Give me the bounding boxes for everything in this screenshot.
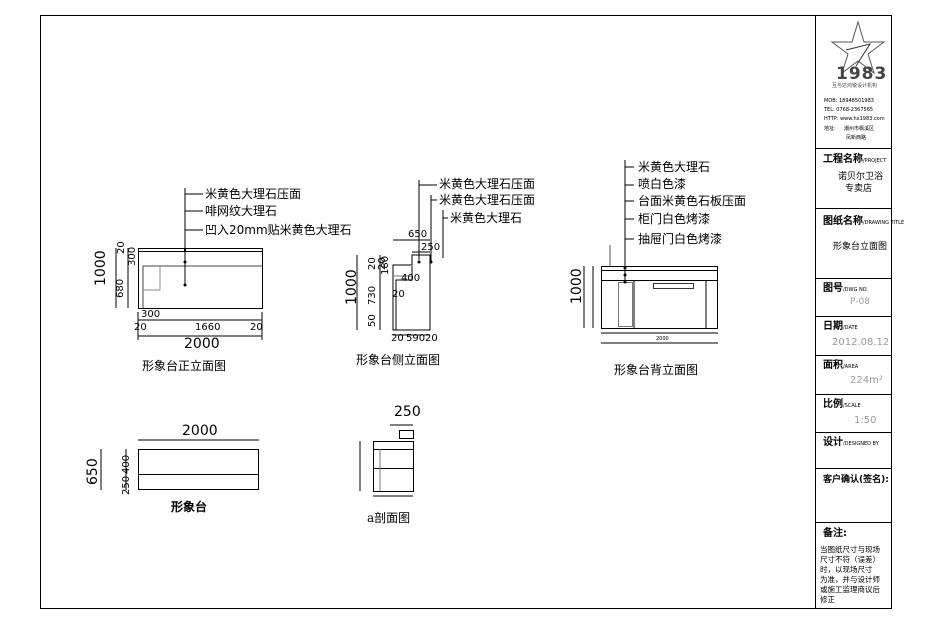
side-dim-400: 400 — [401, 273, 421, 284]
plan-dim-650: 650 — [85, 458, 101, 485]
project-value-1: 诺贝尔卫浴 — [838, 172, 884, 182]
note-line: 尺寸不符（误差） — [820, 555, 880, 564]
scale-value: 1:50 — [854, 415, 877, 426]
note-line: 或施工监理商议后 — [820, 585, 880, 594]
client-signature-label: 客户确认(签名): — [823, 475, 889, 485]
logo-tagline: 互与达鸿锐设计机构 — [832, 83, 878, 89]
side-dim-730: 730 — [367, 285, 378, 305]
plan-dim-2000: 2000 — [182, 423, 218, 439]
back-label-4: 柜门白色烤漆 — [638, 212, 711, 226]
contact-tel: TEL: 0768-2367565 — [824, 107, 874, 113]
contact-mob: MOB: 18948501983 — [824, 98, 874, 104]
front-label-3: 凹入20mm贴米黄色大理石 — [205, 223, 352, 237]
plan-dim-250: 250 — [121, 475, 132, 495]
sheet-border — [40, 15, 892, 609]
project-label: 工程名称/PROJECT — [823, 154, 887, 165]
plan-view — [100, 439, 259, 490]
front-dim-height: 1000 — [93, 250, 109, 286]
area-label: 面积/AREA — [823, 360, 859, 371]
front-dim-300v: 300 — [127, 246, 138, 266]
side-label-2: 米黄色大理石压面 — [439, 193, 536, 207]
design-label: 设计/DESIGNED BY — [823, 437, 879, 448]
area-value: 224m² — [850, 375, 883, 386]
project-value-2: 专卖店 — [845, 184, 873, 194]
section-dim-250: 250 — [394, 404, 421, 420]
side-dim-590: 590 — [406, 333, 426, 344]
drawing-value: 形象台立面图 — [833, 242, 888, 252]
back-dim-2000: 2000 — [656, 336, 669, 342]
contact-http: HTTP: www.hx1983.com — [824, 116, 885, 122]
side-dim-1000: 1000 — [344, 269, 360, 305]
back-label-3: 台面米黄色石板压面 — [638, 194, 747, 208]
front-dim-300h: 300 — [141, 309, 161, 320]
contact-addr-label: 地址: — [824, 126, 836, 132]
front-label-1: 米黄色大理石压面 — [205, 187, 302, 201]
note-text: 当图纸尺寸与现场 尺寸不符（误差） 时，以现场尺寸 为准，并与设计师 或施工监理… — [820, 545, 880, 605]
back-dim-1000: 1000 — [569, 268, 585, 304]
side-title: 形象台侧立面图 — [356, 353, 441, 367]
plan-title: 形象台 — [171, 500, 208, 514]
side-dim-250: 250 — [421, 242, 441, 253]
dwgno-value: P-08 — [850, 297, 870, 307]
date-label: 日期/DATE — [823, 321, 858, 332]
front-markers — [183, 248, 187, 287]
back-title: 形象台背立面图 — [614, 363, 699, 377]
note-line: 为准，并与设计师 — [820, 575, 880, 584]
back-label-5: 抽屉门白色烤漆 — [638, 232, 723, 246]
side-dim-650: 650 — [408, 229, 428, 240]
date-value: 2012.08.12 — [832, 337, 890, 348]
front-label-2: 啡网纹大理石 — [205, 204, 278, 218]
front-dim-right-20: 20 — [250, 322, 263, 333]
front-title: 形象台正立面图 — [142, 359, 227, 373]
dwgno-label: 图号/DWG NO. — [823, 283, 869, 294]
front-dim-1660: 1660 — [195, 322, 221, 333]
front-dim-20: 20 — [116, 241, 127, 254]
section-view — [359, 424, 414, 497]
side-label-3: 米黄色大理石 — [450, 211, 523, 225]
logo-star-icon — [830, 20, 886, 75]
note-line: 修正 — [820, 595, 835, 604]
side-markers — [417, 260, 433, 264]
front-dim-2000: 2000 — [184, 336, 220, 352]
contact-addr-line2: 凤新西路 — [846, 135, 867, 141]
back-elevation — [583, 160, 718, 344]
drawing-label: 图纸名称/DRAWING TITLE — [823, 216, 905, 227]
note-line: 时，以现场尺寸 — [820, 565, 873, 574]
side-dim-bottom-20: 20 — [391, 333, 404, 344]
back-label-1: 米黄色大理石 — [638, 160, 711, 174]
back-label-2: 喷白色漆 — [638, 177, 687, 191]
side-dim-20c: 20 — [392, 289, 405, 300]
side-elevation — [356, 180, 448, 336]
plan-dim-400: 400 — [121, 454, 132, 474]
side-dim-bottom-20r: 20 — [425, 333, 438, 344]
scale-label: 比例/SCALE — [823, 399, 861, 410]
note-line: 当图纸尺寸与现场 — [820, 545, 880, 554]
side-label-1: 米黄色大理石压面 — [439, 177, 536, 191]
front-dim-left-20: 20 — [134, 322, 147, 333]
side-dim-180: 180 — [380, 255, 391, 275]
front-dim-680: 680 — [115, 278, 126, 298]
back-markers — [623, 266, 627, 284]
note-label: 备注: — [823, 528, 847, 539]
front-elevation — [115, 188, 263, 340]
side-dim-50: 50 — [367, 314, 378, 327]
contact-addr-line1: 潮州市枫溪区 — [844, 126, 875, 132]
section-title: a剖面图 — [367, 511, 411, 525]
logo-number: 1983 — [836, 64, 888, 84]
